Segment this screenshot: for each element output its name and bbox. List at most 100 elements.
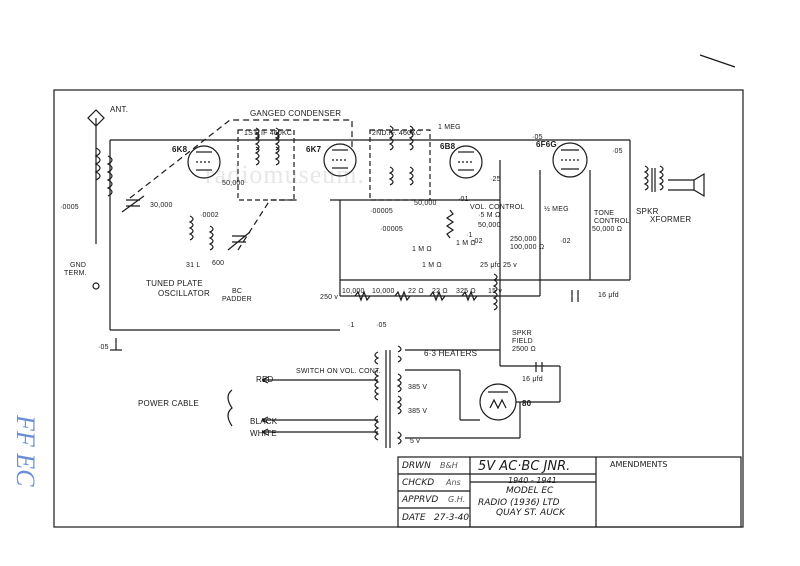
tb-title: 5V AC·BC JNR. (478, 459, 571, 474)
label-cap-05b: ·05 (612, 148, 623, 155)
label-vol-value: ·5 M Ω (478, 212, 501, 219)
label-cap-05c: ·05 (376, 322, 387, 329)
tube-80 (479, 383, 517, 421)
tb-chkd-by: Ans (446, 478, 461, 487)
tb-date-label: DATE (402, 513, 426, 523)
bplus-resistors (354, 290, 478, 302)
label-white: WHITE (250, 429, 277, 438)
label-tone-control: CONTROL (594, 218, 630, 225)
label-250v: 250 v (320, 294, 339, 301)
label-r600: 600 (212, 260, 225, 267)
oscillator-coil (188, 215, 214, 251)
label-if1: 1ST. IF 460KC (244, 130, 293, 137)
label-cap-00005: ·00005 (370, 208, 393, 215)
label-tube-6b8: 6B8 (440, 142, 456, 151)
label-power-cable: POWER CABLE (138, 399, 199, 408)
label-16ufd-a: 16 μfd (598, 292, 619, 299)
label-r50k-1: 50,000 (222, 180, 245, 187)
label-cap-02: ·02 (560, 238, 571, 245)
tb-model: MODEL EC (506, 486, 554, 496)
label-padder: PADDER (222, 296, 252, 303)
label-cap-1b: ·1 (348, 322, 355, 329)
tb-date: 27-3-40 (434, 513, 470, 523)
label-r22b: 22 Ω (432, 288, 448, 295)
label-halfmeg: ½ MEG (544, 206, 569, 213)
tb-years: 1940 - 1941 (508, 476, 557, 485)
label-spkr: SPKR (636, 207, 659, 216)
tb-drawn-by: B&H (440, 461, 458, 470)
label-red: RED (256, 375, 274, 384)
label-cap-01: ·01 (458, 196, 469, 203)
label-385v-b: 385 V (408, 408, 428, 415)
label-16ufd-b: 16 μfd (522, 376, 543, 383)
power-cable-brace (227, 389, 233, 427)
label-switch: SWITCH ON VOL. CONT. (296, 368, 381, 375)
label-r50k-3: 50,000 (478, 222, 501, 229)
label-cap-000005: ·00005 (380, 226, 403, 233)
speaker-transformer (643, 165, 664, 191)
ganged-condenser-link (129, 119, 353, 199)
label-r22a: 22 Ω (408, 288, 424, 295)
label-1meg: 1 MEG (438, 124, 461, 131)
tube-6b8 (449, 145, 483, 179)
tb-apprvd-label: APPRVD (402, 495, 439, 505)
label-r100k: 100,000 Ω (510, 244, 545, 251)
tb-amendments: AMENDMENTS (610, 460, 668, 469)
label-cap-25ufd: 25 μfd 25 v (480, 262, 517, 269)
tube-6f6g (552, 142, 588, 178)
label-r10k-2: 10,000 (372, 288, 395, 295)
label-ant: ANT. (110, 105, 129, 114)
label-heaters: 6·3 HEATERS (424, 349, 478, 358)
label-black: BLACK (250, 417, 278, 426)
tb-apprvd-by: G.H. (448, 495, 466, 504)
label-cap-02b: ·02 (472, 238, 483, 245)
antenna-coil (94, 147, 101, 181)
label-bc: BC (232, 288, 243, 295)
label-tube-80: 80 (522, 399, 532, 408)
label-oscillator: OSCILLATOR (158, 289, 210, 298)
label-tone-value: 50,000 Ω (592, 226, 623, 233)
label-r31l: 31 L (186, 262, 201, 269)
label-cap-05a: ·05 (532, 134, 543, 141)
label-if2: 2ND.IF. 460KC (372, 130, 422, 137)
tube-6k7 (323, 143, 357, 177)
watermark-text: radiomuseum. (205, 160, 366, 189)
label-r10k: 10,000 (342, 288, 365, 295)
label-cap-1: ·1 (466, 232, 473, 239)
label-r250k: 250,000 (510, 236, 537, 243)
if-transformer-1 (237, 129, 295, 201)
antenna-symbol (87, 109, 105, 140)
gnd-terminal (92, 282, 100, 290)
label-r50k-2: 50,000 (414, 200, 437, 207)
label-field-ohms: 2500 Ω (512, 346, 536, 353)
label-r1m: 1 M Ω (412, 246, 432, 253)
label-r325: 325 Ω (456, 288, 476, 295)
margin-note: FF EC (11, 415, 40, 487)
title-block (397, 456, 742, 528)
tb-chkd-label: CHCKD (402, 478, 435, 488)
label-vol-control: VOL. CONTROL (470, 204, 525, 211)
tb-address: QUAY ST. AUCK (496, 508, 565, 518)
label-field: FIELD (512, 338, 533, 345)
label-tube-6k7: 6K7 (306, 145, 322, 154)
label-tuned-plate: TUNED PLATE (146, 279, 203, 288)
volume-control (445, 209, 455, 239)
label-ganged-condenser: GANGED CONDENSER (250, 109, 342, 118)
label-gnd: GND (70, 262, 87, 269)
tb-company: RADIO (1936) LTD (478, 498, 560, 508)
label-cap-0005: ·0005 (60, 204, 79, 211)
label-tube-6k8: 6K8 (172, 145, 188, 154)
label-cap-0002: ·0002 (200, 212, 219, 219)
label-term: TERM. (64, 270, 87, 277)
label-15v: 15 v (488, 288, 503, 295)
label-cap-05d: ·05 (98, 344, 109, 351)
label-5v: 5 v (410, 438, 420, 445)
speaker-field-coil (492, 273, 498, 311)
tube-6k8 (187, 145, 221, 179)
label-r1m-3: 1 M Ω (456, 240, 476, 247)
label-xformer: XFORMER (650, 215, 692, 224)
speaker-icon (693, 172, 705, 198)
label-r30k: 30,000 (150, 202, 173, 209)
label-field-spkr: SPKR (512, 330, 532, 337)
